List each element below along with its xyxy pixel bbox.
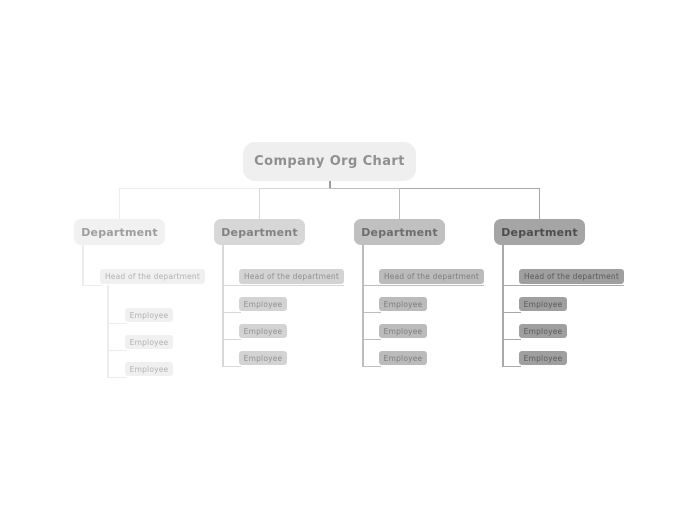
branch-line (362, 284, 484, 286)
department-node[interactable]: Department (494, 219, 585, 245)
top-connector-drop (398, 187, 401, 219)
employee-node[interactable]: Employee (239, 324, 287, 338)
head-node[interactable]: Head of the department (519, 269, 624, 284)
employee-node[interactable]: Employee (239, 297, 287, 311)
branch-line (502, 245, 504, 367)
branch-line (362, 311, 381, 313)
branch-line (222, 284, 344, 286)
employee-node[interactable]: Employee (519, 351, 567, 365)
branch-line (107, 322, 127, 324)
employee-node[interactable]: Employee (125, 308, 173, 322)
employee-node[interactable]: Employee (379, 351, 427, 365)
branch-line (502, 311, 521, 313)
employee-node[interactable]: Employee (519, 297, 567, 311)
company-root-node[interactable]: Company Org Chart (243, 142, 416, 181)
employee-node[interactable]: Employee (125, 335, 173, 349)
department-node[interactable]: Department (214, 219, 305, 245)
department-node[interactable]: Department (354, 219, 445, 245)
top-connector-drop (258, 187, 261, 219)
root-connector-stub (328, 181, 331, 189)
branch-line (222, 311, 241, 313)
top-connector-segment (260, 187, 329, 189)
employee-node[interactable]: Employee (239, 351, 287, 365)
employee-node[interactable]: Employee (379, 324, 427, 338)
employee-node[interactable]: Employee (379, 297, 427, 311)
department-node[interactable]: Department (74, 219, 165, 245)
branch-line (107, 376, 127, 378)
branch-line (222, 338, 241, 340)
branch-line (82, 284, 102, 286)
branch-line (362, 245, 364, 367)
employee-node[interactable]: Employee (519, 324, 567, 338)
branch-line (107, 349, 127, 351)
branch-line (82, 245, 84, 286)
branch-line (502, 284, 624, 286)
top-connector-drop (538, 187, 541, 219)
branch-line (222, 245, 224, 367)
branch-line (362, 338, 381, 340)
top-connector-segment (329, 187, 400, 189)
employee-node[interactable]: Employee (125, 362, 173, 376)
head-node[interactable]: Head of the department (239, 269, 344, 284)
branch-line (362, 365, 381, 367)
branch-line (107, 284, 109, 378)
top-connector-segment (119, 187, 260, 189)
branch-line (502, 365, 521, 367)
top-connector-segment (399, 187, 540, 189)
top-connector-drop (118, 187, 121, 219)
head-node[interactable]: Head of the department (379, 269, 484, 284)
head-node[interactable]: Head of the department (100, 269, 205, 284)
branch-line (502, 338, 521, 340)
branch-line (222, 365, 241, 367)
